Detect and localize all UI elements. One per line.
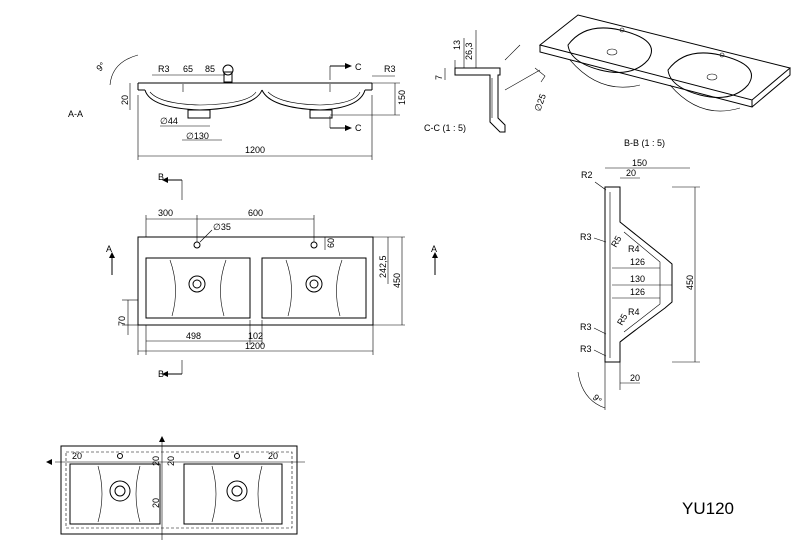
model-name: YU120 (682, 499, 734, 518)
bb-w20-bottom: 20 (630, 373, 640, 383)
cc-d26: 26,3 (464, 42, 474, 60)
isometric-view (538, 14, 792, 112)
bb-h450: 450 (685, 275, 695, 290)
detail-20-b: 20 (268, 451, 278, 461)
detail-20-d: 20 (166, 456, 176, 466)
detail-view: 20 20 20 20 20 (46, 436, 305, 540)
plan-d498: 498 (186, 331, 201, 341)
aa-h150: 150 (397, 90, 407, 105)
section-cc: 13 26,3 7 ∅25 C-C (1 : 5) (424, 30, 548, 133)
bb-r4-a: R4 (628, 244, 640, 254)
aa-cut-c-top: C (355, 62, 362, 72)
section-bb: B-B (1 : 5) 150 20 R2 450 R3 R4 R5 126 1… (577, 138, 700, 410)
aa-w85: 85 (205, 64, 215, 74)
cc-d25: ∅25 (532, 92, 548, 112)
plan-d102: 102 (248, 331, 263, 341)
plan-cut-a-right: A (431, 244, 437, 254)
section-aa: A-A R3 65 85 R3 20 150 ∅44 (68, 54, 407, 160)
plan-d1200: 1200 (245, 341, 265, 351)
plan-cut-b-top: B (158, 172, 164, 182)
bb-w150: 150 (632, 158, 647, 168)
plan-d300: 300 (158, 208, 173, 218)
detail-20-c: 20 (151, 456, 161, 466)
bb-r3-a: R3 (580, 232, 592, 242)
bb-r4-b: R4 (628, 307, 640, 317)
bb-r2: R2 (581, 170, 593, 180)
cc-d7: 7 (434, 75, 444, 80)
bb-r5-a: R5 (609, 234, 623, 249)
bb-d126-b: 126 (630, 287, 645, 297)
plan-d2425: 242,5 (378, 255, 388, 278)
bb-d126-a: 126 (630, 257, 645, 267)
plan-d450: 450 (392, 273, 402, 288)
aa-h20: 20 (120, 95, 130, 105)
bb-w20-top: 20 (626, 168, 636, 178)
detail-20-a: 20 (72, 451, 82, 461)
bb-r3-b: R3 (580, 322, 592, 332)
bb-d130: 130 (630, 274, 645, 284)
aa-cut-c-bottom: C (355, 123, 362, 133)
section-bb-label: B-B (1 : 5) (624, 138, 665, 148)
cc-d13: 13 (452, 40, 462, 50)
plan-d35: ∅35 (213, 222, 231, 232)
aa-d44: ∅44 (160, 116, 178, 126)
detail-20-e: 20 (151, 498, 161, 508)
aa-angle: 9° (94, 60, 107, 73)
aa-d130: ∅130 (186, 131, 209, 141)
section-aa-label: A-A (68, 109, 83, 119)
bb-r5-b: R5 (615, 312, 629, 327)
aa-r3-left: R3 (158, 64, 170, 74)
plan-d600: 600 (248, 208, 263, 218)
bb-angle: 9° (591, 392, 604, 405)
aa-r3-right: R3 (384, 64, 396, 74)
aa-w65: 65 (183, 64, 193, 74)
plan-d60: 60 (326, 238, 336, 248)
plan-cut-b-bottom: B (158, 369, 164, 379)
aa-total: 1200 (245, 145, 265, 155)
plan-cut-a-left: A (106, 244, 112, 254)
plan-view: 300 600 ∅35 60 242,5 450 70 498 102 1200… (106, 172, 438, 379)
plan-d70: 70 (117, 316, 127, 326)
section-cc-label: C-C (1 : 5) (424, 123, 466, 133)
bb-r3-c: R3 (580, 344, 592, 354)
